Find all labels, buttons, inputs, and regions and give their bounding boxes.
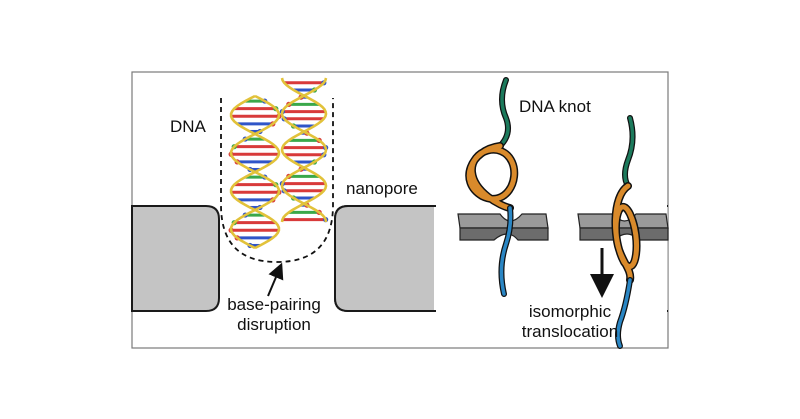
base-pairing-label: base-pairing disruption <box>196 295 352 335</box>
isomorphic-line1: isomorphic <box>528 302 612 321</box>
pore-plate-right <box>577 213 669 241</box>
dna-knot-label: DNA knot <box>519 97 591 116</box>
nanopore-wall-right-edge <box>334 205 436 312</box>
nanopore-wall-left <box>131 205 220 312</box>
dna-label: DNA <box>170 117 206 136</box>
dna-backbone <box>280 77 328 223</box>
dna-backbone <box>280 77 328 223</box>
base-pairing-arrow <box>267 262 284 297</box>
isomorphic-translocation-label: isomorphic translocation <box>500 302 640 342</box>
base-pairing-line1: base-pairing <box>227 295 321 314</box>
base-pairing-line2: disruption <box>237 315 311 334</box>
wall-right-cap <box>434 207 438 310</box>
nanopore-label: nanopore <box>346 179 418 198</box>
isomorphic-line2: translocation <box>521 322 619 341</box>
dna-helix-structure <box>228 77 329 250</box>
dna-dashed-outline <box>220 98 334 263</box>
dna-backbone <box>229 94 281 250</box>
dna-knot-1 <box>465 77 519 297</box>
dna-knot-2 <box>611 115 641 349</box>
